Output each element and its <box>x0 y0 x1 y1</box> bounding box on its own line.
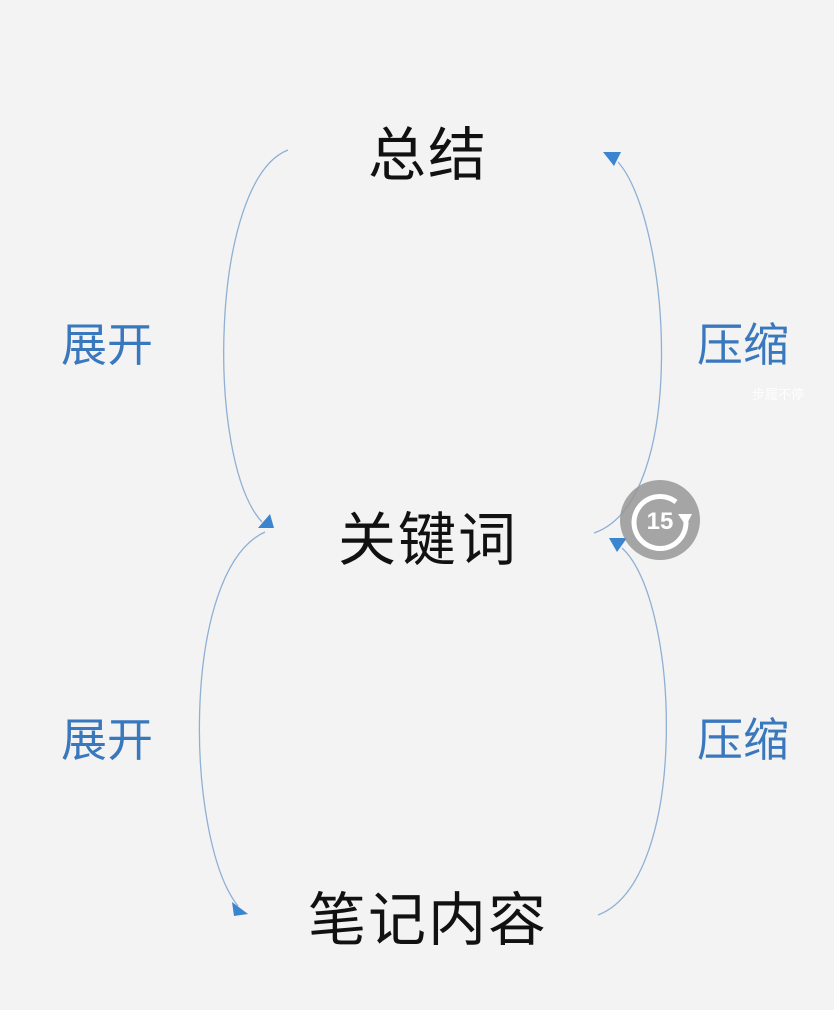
arrowhead <box>258 514 274 528</box>
label-expand-top: 展开 <box>61 318 153 372</box>
compress-arrow-bottom <box>597 547 667 916</box>
replay-15-button[interactable]: 15 <box>620 480 700 560</box>
arrowhead <box>232 902 248 916</box>
label-compress-bottom: 压缩 <box>697 713 789 767</box>
node-note-content: 笔记内容 <box>307 886 549 954</box>
node-summary: 总结 <box>367 121 489 189</box>
arrowhead <box>603 152 621 166</box>
compress-arrow-top <box>593 161 663 534</box>
expand-arrow-bottom <box>198 531 266 907</box>
arrowhead <box>609 538 627 552</box>
node-keywords: 关键词 <box>337 506 519 574</box>
watermark: 步履不停 <box>752 388 805 403</box>
label-compress-top: 压缩 <box>697 318 789 372</box>
expand-arrow-top <box>223 149 289 523</box>
replay-seconds: 15 <box>647 508 674 535</box>
label-expand-bottom: 展开 <box>61 713 153 767</box>
replay-icon: 15 <box>631 494 692 551</box>
